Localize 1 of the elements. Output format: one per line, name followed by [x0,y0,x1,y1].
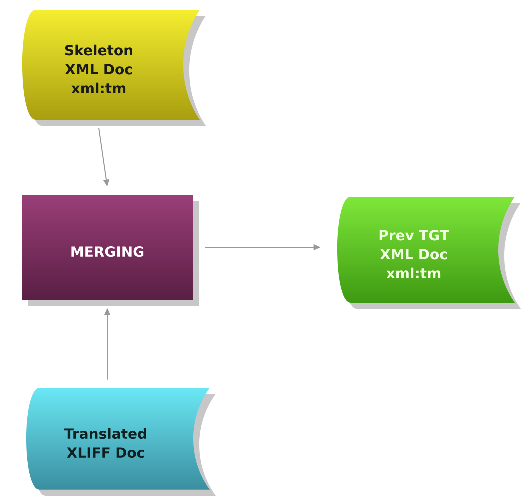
process-box: MERGING [22,195,199,306]
